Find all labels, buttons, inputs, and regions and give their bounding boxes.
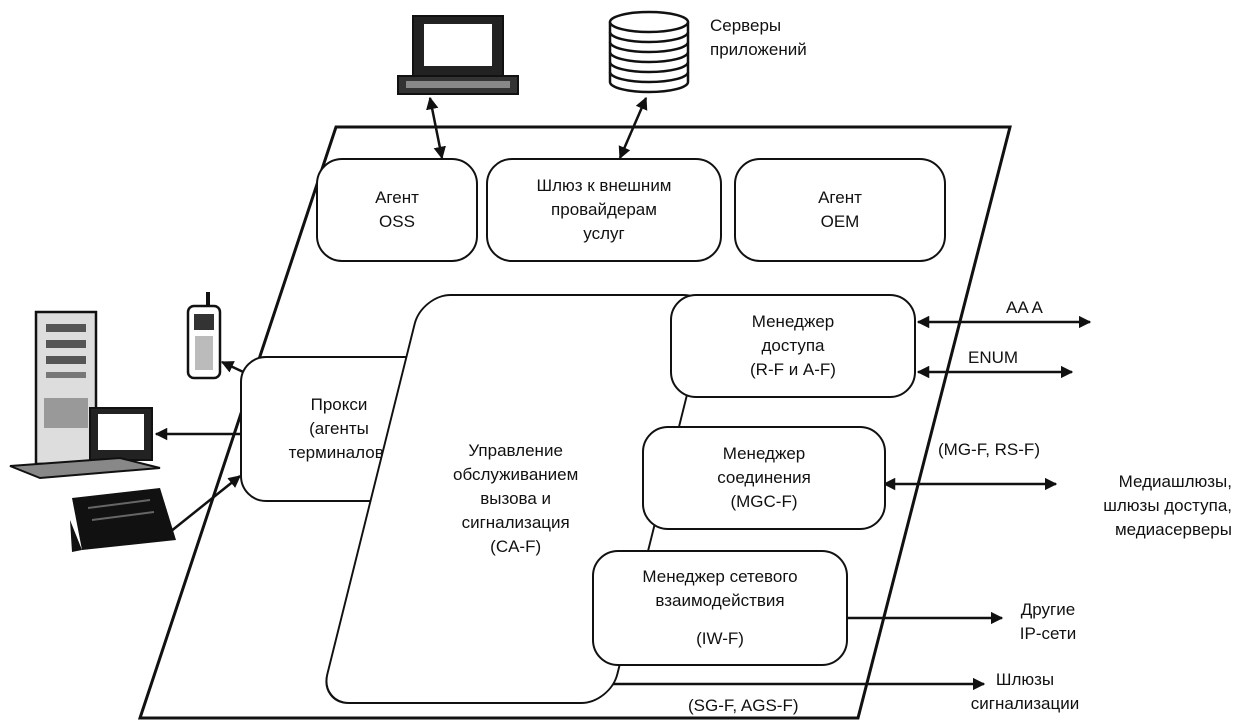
computer-icon: [397, 15, 519, 95]
fax-proxy-arrow: [159, 475, 241, 541]
agent-oss-label: Агент OSS: [375, 188, 419, 231]
fax-icon: [70, 488, 176, 552]
enum-label: ENUM: [968, 348, 1019, 367]
other-ip-label: Другие IP-сети: [1019, 600, 1077, 643]
interworking-code-label: (IW-F): [696, 629, 744, 648]
app-servers-label: Серверы приложений: [710, 16, 807, 59]
external-gateway-box: Шлюз к внешним провайдерам услуг: [486, 158, 722, 262]
oss-link-arrow: [426, 96, 446, 160]
mobile-phone-icon: [186, 292, 222, 380]
connection-manager-label: Менеджер соединения (MGC-F): [717, 444, 811, 511]
agent-oem-label: Агент OEM: [818, 188, 862, 231]
access-manager-box: Менеджер доступа (R-F и A-F): [670, 294, 916, 398]
database-icon: [608, 10, 690, 94]
external-gateway-label: Шлюз к внешним провайдерам услуг: [536, 176, 672, 243]
interworking-manager-label: Менеджер сетевого взаимодействия: [642, 567, 798, 610]
interworking-manager-box: Менеджер сетевого взаимодействия (IW-F): [592, 550, 848, 666]
aaa-label: AA A: [1006, 298, 1043, 317]
desktop-pc-icon: [9, 310, 161, 480]
app-servers-link-arrow: [618, 96, 648, 160]
connection-manager-box: Менеджер соединения (MGC-F): [642, 426, 886, 530]
mg-rs-label: (MG-F, RS-F): [938, 440, 1040, 459]
agent-oss-box: Агент OSS: [316, 158, 478, 262]
media-gateways-label: Медиашлюзы, шлюзы доступа, медиасерверы: [1103, 472, 1232, 539]
access-manager-label: Менеджер доступа (R-F и A-F): [750, 312, 836, 379]
call-control-label: Управление обслуживанием вызова и сигнал…: [453, 441, 579, 556]
sg-ags-label: (SG-F, AGS-F): [688, 696, 799, 715]
proxy-label: Прокси (агенты терминалов): [288, 395, 390, 462]
agent-oem-box: Агент OEM: [734, 158, 946, 262]
signaling-gateways-label: Шлюзы сигнализации: [970, 670, 1080, 713]
